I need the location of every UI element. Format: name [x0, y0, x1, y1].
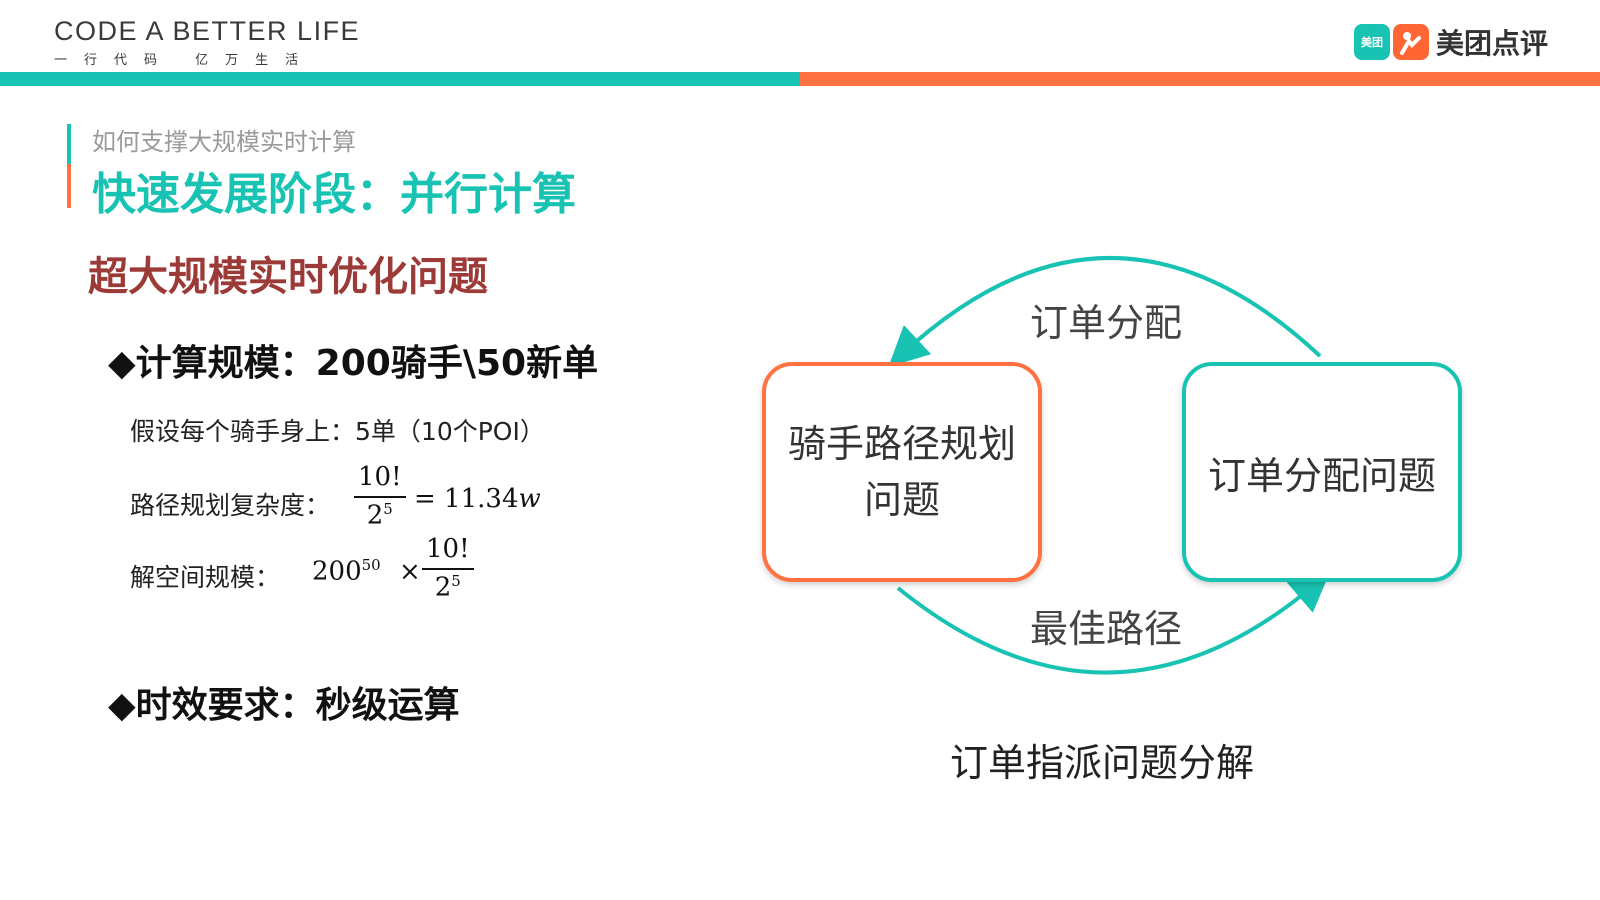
meituan-dianping-logo: 美团 美团点评 [1353, 22, 1548, 62]
base-value: 200 [312, 556, 362, 587]
complexity-fraction: 10! 25 [354, 462, 406, 531]
top-arrow [888, 256, 1322, 367]
fraction-den-base: 2 [434, 572, 452, 603]
title-accent-teal [67, 124, 71, 164]
complexity-result: = 11.34w [414, 484, 541, 514]
brand-title: CODE A BETTER LIFE [54, 16, 361, 46]
header-bar-teal [0, 72, 800, 86]
brand: CODE A BETTER LIFE 一行代码 亿万生活 [54, 16, 360, 68]
solution-space-base: 20050 × [312, 556, 421, 587]
fraction-denominator: 25 [354, 498, 406, 531]
bullet-latency-requirement: ◆时效要求：秒级运算 [108, 685, 460, 726]
top-arrow-label: 订单分配 [1030, 301, 1183, 345]
title-accent-orange [67, 164, 71, 208]
fraction-denominator: 25 [422, 570, 474, 603]
header-bar-orange [800, 72, 1600, 86]
times-sign: × [399, 556, 421, 587]
complexity-unit: w [518, 484, 541, 514]
slide-title: 快速发展阶段：并行计算 [92, 169, 576, 220]
assumption-line: 假设每个骑手身上：5单（10个POI） [130, 417, 545, 446]
meituan-logo-icon: 美团 [1353, 24, 1390, 60]
diagram-caption: 订单指派问题分解 [950, 741, 1255, 785]
bottom-arrow [896, 571, 1331, 675]
solution-space-label: 解空间规模： [130, 563, 281, 592]
fraction-den-exp: 5 [451, 572, 461, 590]
complexity-value: = 11.34 [414, 484, 519, 514]
section-subtitle: 如何支撑大规模实时计算 [92, 128, 356, 156]
order-assignment-box: 订单分配问题 [1182, 362, 1462, 582]
logo-text: 美团点评 [1435, 27, 1548, 60]
brand-subtitle: 一行代码 亿万生活 [54, 53, 316, 68]
rider-route-box: 骑手路径规划问题 [762, 362, 1042, 582]
solution-space-fraction: 10! 25 [422, 534, 474, 603]
bullet-compute-scale: ◆计算规模：200骑手\50新单 [108, 343, 599, 384]
route-complexity-label: 路径规划复杂度： [130, 491, 331, 520]
bottom-arrow-label: 最佳路径 [1030, 607, 1183, 651]
fraction-numerator: 10! [422, 534, 474, 570]
base-exponent: 50 [361, 556, 381, 574]
order-assignment-label: 订单分配问题 [1207, 453, 1436, 498]
fraction-den-exp: 5 [383, 500, 393, 518]
section-heading: 超大规模实时优化问题 [88, 254, 488, 300]
fraction-den-base: 2 [366, 500, 384, 531]
rider-route-label: 骑手路径规划问题 [787, 422, 1016, 522]
dianping-logo-icon [1392, 24, 1429, 60]
fraction-numerator: 10! [354, 462, 406, 498]
